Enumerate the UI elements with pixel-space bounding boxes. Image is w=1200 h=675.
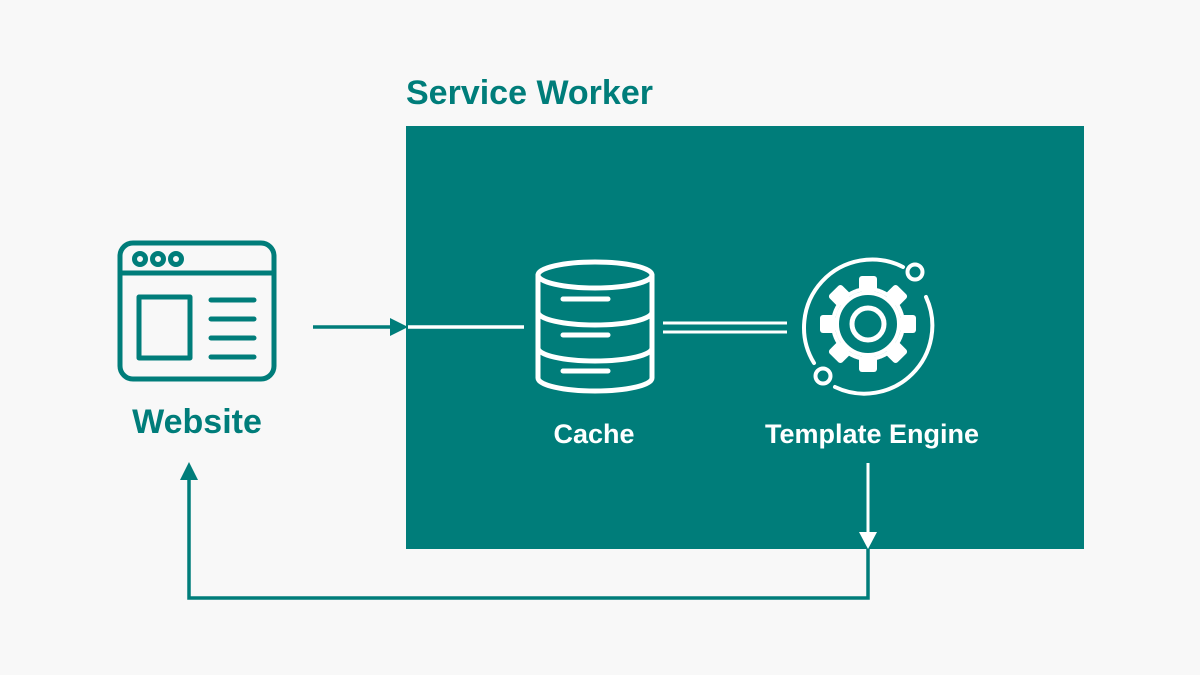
cache-label: Cache (553, 419, 634, 449)
arrowhead-right-icon (390, 318, 408, 336)
arrowhead-up-icon (180, 462, 198, 480)
browser-window-icon (117, 240, 277, 382)
cache-engine-connector (663, 321, 787, 334)
request-connector (313, 318, 524, 336)
website-label: Website (132, 403, 262, 441)
arrowhead-down-icon (859, 532, 877, 549)
database-icon (535, 259, 655, 394)
template-engine-label: Template Engine (765, 419, 979, 449)
response-connector (180, 462, 877, 600)
gear-icon (802, 257, 935, 396)
service-worker-title: Service Worker (406, 74, 653, 112)
service-worker-box (406, 126, 1084, 549)
